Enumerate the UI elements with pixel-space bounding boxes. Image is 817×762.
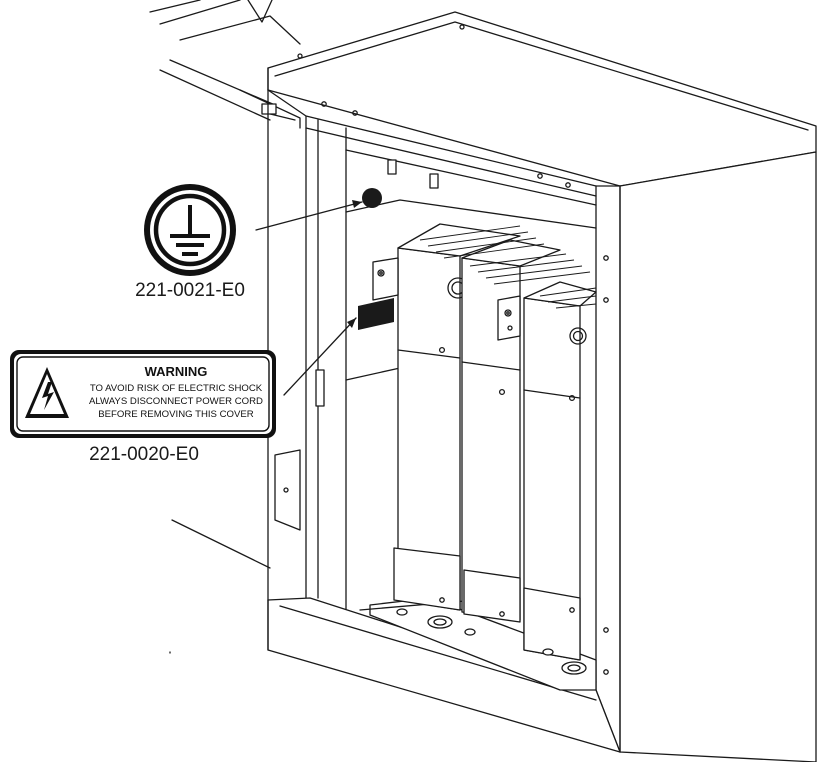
vent-grille — [419, 225, 597, 309]
warning-pointer-arrowhead — [347, 318, 356, 328]
protective-earth-ground-icon — [144, 184, 236, 276]
warning-label-part-number: 221-0020-E0 — [89, 444, 199, 465]
ground-stud-marker — [255, 188, 382, 231]
ground-label-part-number: 221-0021-E0 — [135, 280, 245, 301]
warning-title: WARNING — [145, 364, 208, 379]
module-right — [523, 281, 597, 661]
tray-terminals — [396, 608, 587, 675]
front-frame — [267, 89, 597, 611]
bottom-tray — [267, 597, 621, 753]
ground-pointer-line — [255, 201, 363, 231]
warning-line-3: BEFORE REMOVING THIS COVER — [98, 409, 254, 420]
ground-pointer-arrowhead — [352, 200, 362, 208]
warning-line-1: TO AVOID RISK OF ELECTRIC SHOCK — [90, 383, 263, 394]
warning-label: WARNING TO AVOID RISK OF ELECTRIC SHOCK … — [10, 350, 276, 438]
warning-line-2: ALWAYS DISCONNECT POWER CORD — [89, 396, 263, 407]
high-voltage-triangle-icon — [25, 367, 69, 418]
warning-label-marker — [283, 298, 394, 396]
top-panel — [267, 11, 817, 188]
module-left — [372, 223, 521, 611]
warning-label-location — [358, 298, 394, 330]
right-side-panel — [595, 151, 817, 762]
module-center — [461, 239, 561, 623]
rear-chassis — [149, 0, 301, 654]
warning-pointer-line — [283, 317, 357, 396]
ground-stud — [362, 188, 382, 208]
